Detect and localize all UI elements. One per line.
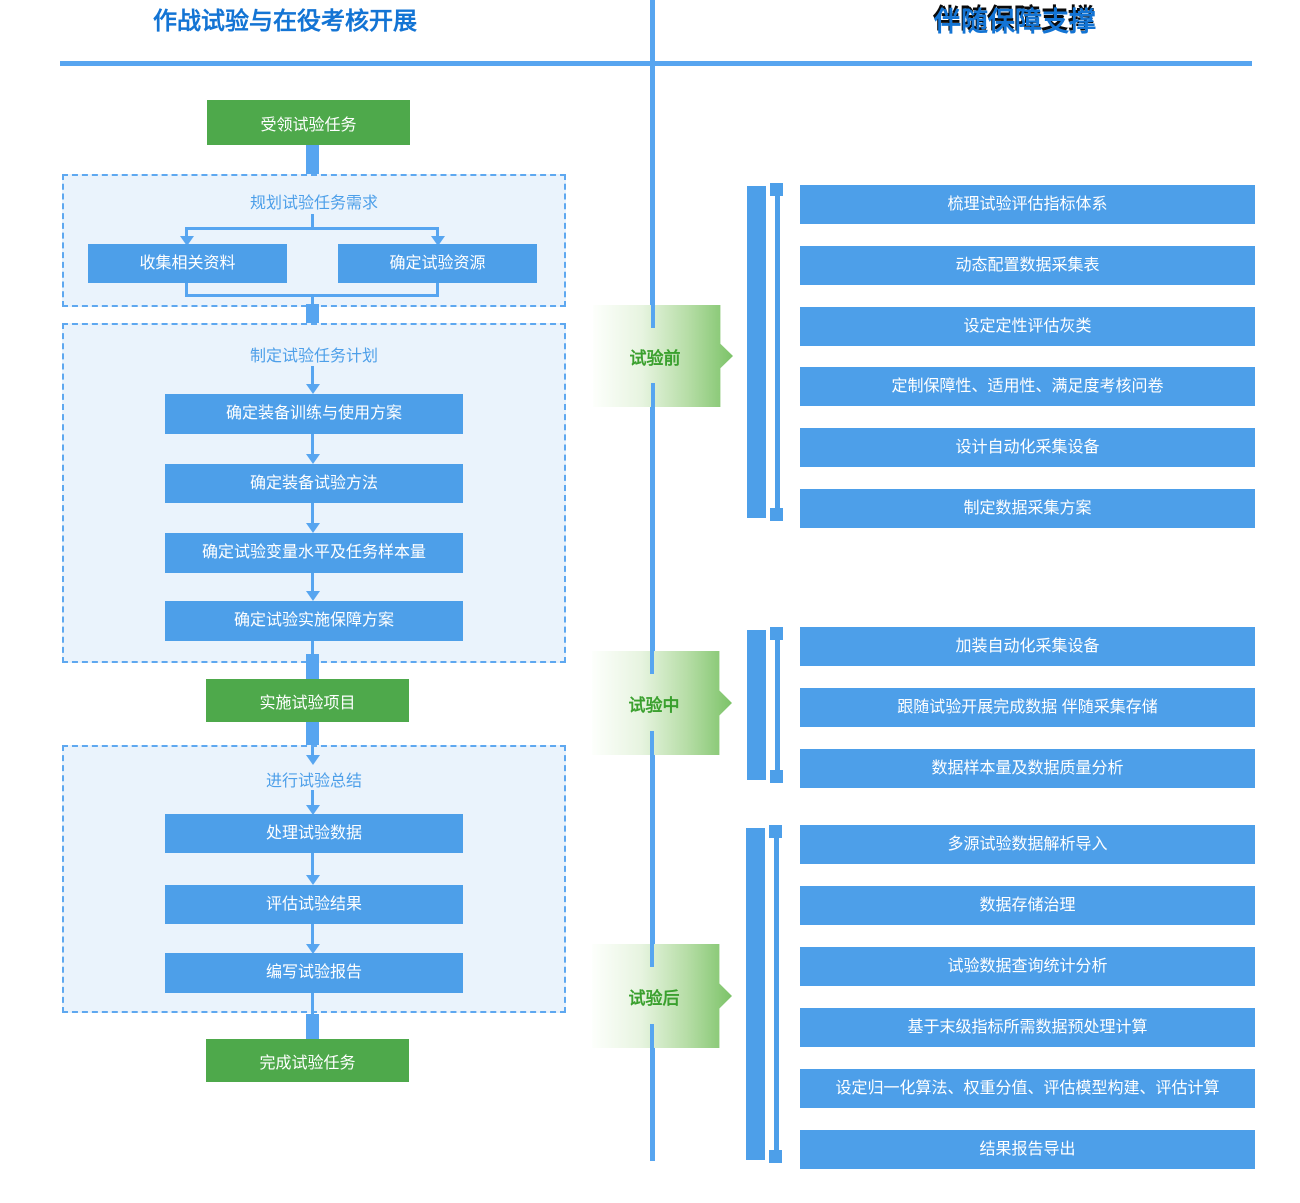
- flow-box-test-method: 确定装备试验方法: [165, 464, 463, 503]
- right-column-title: 伴随保障支撑: [934, 7, 1096, 37]
- flow-box-support-plan: 确定试验实施保障方案: [165, 601, 463, 641]
- divider-pass-through: [651, 305, 655, 328]
- support-box: 制定数据采集方案: [800, 489, 1255, 528]
- connector-thick: [306, 145, 319, 175]
- stage-title-summary: 进行试验总结: [265, 773, 362, 790]
- phase-label: 试验后: [628, 988, 680, 1008]
- bracket-spine: [747, 630, 766, 780]
- connector-line: [311, 747, 314, 755]
- connector-thick: [306, 722, 319, 748]
- connector-line: [436, 229, 439, 237]
- support-box: 结果报告导出: [800, 1130, 1255, 1169]
- flow-box-write-report: 编写试验报告: [165, 953, 463, 993]
- arrow-head: [306, 875, 320, 885]
- connector-thick: [306, 654, 319, 681]
- arrow-head: [306, 454, 320, 464]
- divider-pass-through: [650, 1024, 654, 1048]
- phase-label: 试验中: [628, 695, 680, 715]
- support-box: 跟随试验开展完成数据 伴随采集存储: [800, 688, 1255, 727]
- connector-thick: [306, 304, 319, 325]
- phase-label: 试验前: [629, 348, 681, 368]
- stage-title-plan-requirements: 规划试验任务需求: [249, 195, 378, 212]
- support-box: 动态配置数据采集表: [800, 246, 1255, 285]
- flow-box-define-resources: 确定试验资源: [338, 244, 537, 283]
- bracket-tab-top: [770, 183, 783, 196]
- arrow-head: [306, 384, 320, 394]
- flow-box-implement-project: 实施试验项目: [206, 679, 409, 722]
- connector-line: [311, 434, 314, 454]
- arrow-head: [180, 236, 194, 246]
- bracket-line: [775, 194, 780, 510]
- header-rule: [60, 61, 1252, 66]
- flow-box-receive-task: 受领试验任务: [207, 100, 410, 145]
- support-box: 基于末级指标所需数据预处理计算: [800, 1008, 1255, 1047]
- branch-line: [185, 227, 439, 230]
- connector-line: [311, 853, 314, 875]
- support-box: 设计自动化采集设备: [800, 428, 1255, 467]
- connector-line: [311, 924, 314, 944]
- arrow-head: [306, 755, 320, 765]
- bracket-tab-bottom: [770, 770, 783, 783]
- phase-arrow-pre-test: 试验前: [593, 305, 733, 407]
- flow-box-collect-materials: 收集相关资料: [88, 244, 287, 283]
- connector-line: [436, 283, 439, 296]
- group-bracket-pre-test: [747, 183, 783, 521]
- bracket-tab-top: [770, 627, 783, 640]
- arrow-head: [306, 523, 320, 533]
- support-box: 数据存储治理: [800, 886, 1255, 925]
- divider-pass-through: [651, 383, 655, 407]
- phase-arrow-post-test: 试验后: [592, 944, 732, 1048]
- support-box: 数据样本量及数据质量分析: [800, 749, 1255, 788]
- support-box: 梳理试验评估指标体系: [800, 185, 1255, 224]
- support-box: 多源试验数据解析导入: [800, 825, 1255, 864]
- connector-line: [311, 214, 314, 228]
- merge-line: [185, 294, 439, 297]
- support-box: 设定定性评估灰类: [800, 307, 1255, 346]
- arrow-head: [306, 944, 320, 954]
- group-bracket-post-test: [746, 825, 782, 1163]
- connector-line: [311, 993, 314, 1015]
- support-box: 定制保障性、适用性、满足度考核问卷: [800, 367, 1255, 406]
- phase-arrow-in-test: 试验中: [592, 651, 732, 755]
- connector-line: [185, 229, 188, 237]
- connector-line: [311, 573, 314, 591]
- connector-line: [311, 641, 314, 655]
- bracket-spine: [747, 186, 766, 518]
- divider-pass-through: [650, 944, 654, 967]
- bracket-tab-bottom: [770, 508, 783, 521]
- connector-line: [311, 503, 314, 523]
- connector-line: [311, 296, 314, 305]
- group-bracket-in-test: [747, 627, 783, 783]
- flow-box-variable-sample: 确定试验变量水平及任务样本量: [165, 533, 463, 573]
- stage-title-make-plan: 制定试验任务计划: [249, 348, 378, 365]
- bracket-tab-top: [769, 825, 782, 838]
- divider-pass-through: [650, 731, 654, 755]
- connector-thick: [306, 1014, 319, 1040]
- left-column-title: 作战试验与在役考核开展: [153, 8, 417, 35]
- flow-box-complete-task: 完成试验任务: [206, 1039, 409, 1082]
- bracket-line: [774, 836, 779, 1152]
- arrow-head: [306, 805, 320, 815]
- flow-box-training-usage-plan: 确定装备训练与使用方案: [165, 394, 463, 434]
- support-box: 设定归一化算法、权重分值、评估模型构建、评估计算: [800, 1069, 1255, 1108]
- arrow-head: [306, 591, 320, 601]
- column-divider: [650, 0, 655, 1161]
- connector-line: [185, 283, 188, 296]
- bracket-tab-bottom: [769, 1150, 782, 1163]
- arrow-head: [431, 236, 445, 246]
- support-box: 试验数据查询统计分析: [800, 947, 1255, 986]
- connector-line: [311, 790, 314, 805]
- divider-pass-through: [650, 651, 654, 674]
- support-box: 加装自动化采集设备: [800, 627, 1255, 666]
- flow-box-evaluate-results: 评估试验结果: [165, 885, 463, 924]
- bracket-line: [775, 638, 780, 772]
- bracket-spine: [746, 828, 765, 1160]
- flow-box-process-data: 处理试验数据: [165, 814, 463, 853]
- connector-line: [311, 366, 314, 384]
